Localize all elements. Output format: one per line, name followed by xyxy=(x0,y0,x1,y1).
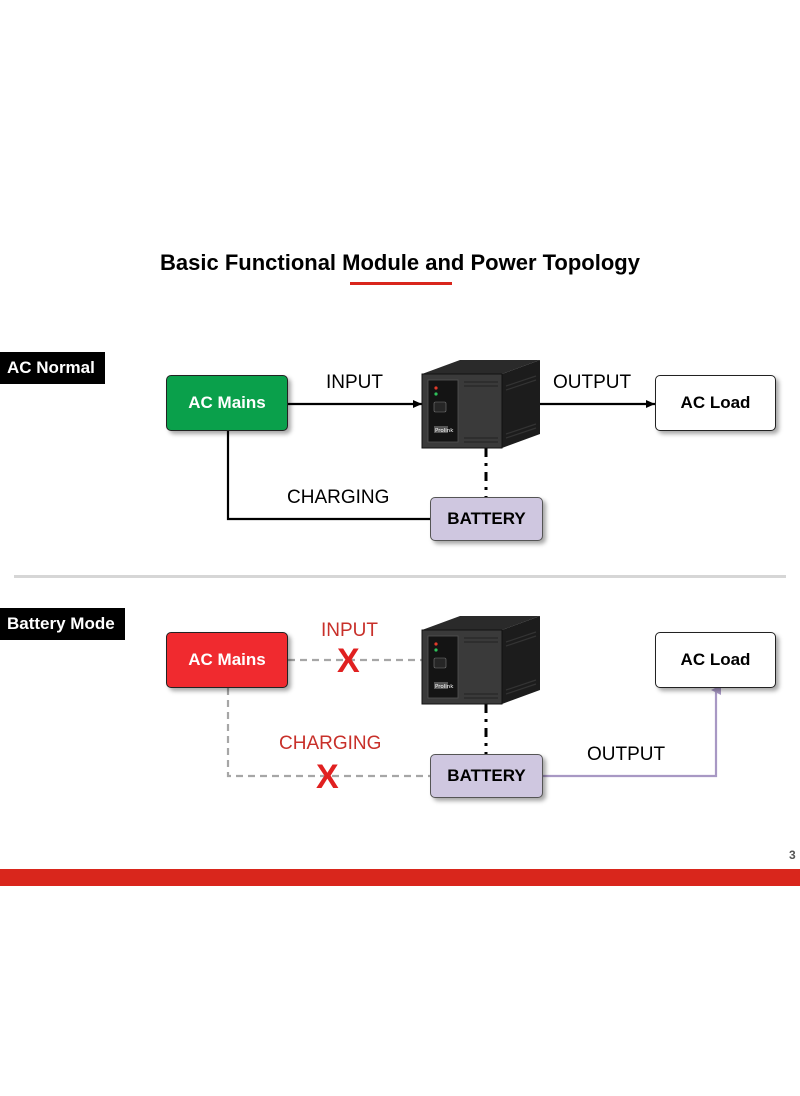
output-line-battery-mode xyxy=(543,685,721,778)
ups-device-icon: Prolink xyxy=(421,360,540,449)
output-label-normal: OUTPUT xyxy=(553,372,632,393)
page-title: Basic Functional Module and Power Topolo… xyxy=(160,250,640,275)
output-label-battery-mode: OUTPUT xyxy=(587,744,666,765)
battery-label: BATTERY xyxy=(447,766,526,785)
input-label-normal: INPUT xyxy=(326,372,383,393)
ac-load-label: AC Load xyxy=(680,393,751,412)
section-tag-battery-mode: Battery Mode xyxy=(0,608,125,640)
charging-blocked-x-icon: X xyxy=(316,758,339,796)
charging-line-battery-mode xyxy=(226,688,430,778)
ac-load-box-normal: AC Load xyxy=(655,375,776,431)
ups-logo: Prolink xyxy=(435,428,454,434)
ac-mains-label: AC Mains xyxy=(188,650,266,669)
charging-label-battery-mode: CHARGING xyxy=(279,733,382,754)
battery-box-battery-mode: BATTERY xyxy=(430,754,543,798)
charging-label-normal: CHARGING xyxy=(287,487,390,508)
page-number: 3 xyxy=(789,848,796,862)
ac-mains-box-normal: AC Mains xyxy=(166,375,288,431)
title-underline xyxy=(350,282,452,285)
battery-box-normal: BATTERY xyxy=(430,497,543,541)
ac-load-label: AC Load xyxy=(680,650,751,669)
charging-line-normal xyxy=(226,431,430,521)
input-blocked-x-icon: X xyxy=(337,642,360,680)
battery-label: BATTERY xyxy=(447,509,526,528)
ac-mains-box-battery-mode: AC Mains xyxy=(166,632,288,688)
ups-logo: Prolink xyxy=(435,684,454,690)
input-label-battery-mode: INPUT xyxy=(321,620,378,641)
ac-load-box-battery-mode: AC Load xyxy=(655,632,776,688)
ac-mains-label: AC Mains xyxy=(188,393,266,412)
ups-device-icon: Prolink xyxy=(421,616,540,705)
section-tag-ac-normal: AC Normal xyxy=(0,352,105,384)
section-divider xyxy=(14,575,786,578)
footer-bar xyxy=(0,869,800,886)
